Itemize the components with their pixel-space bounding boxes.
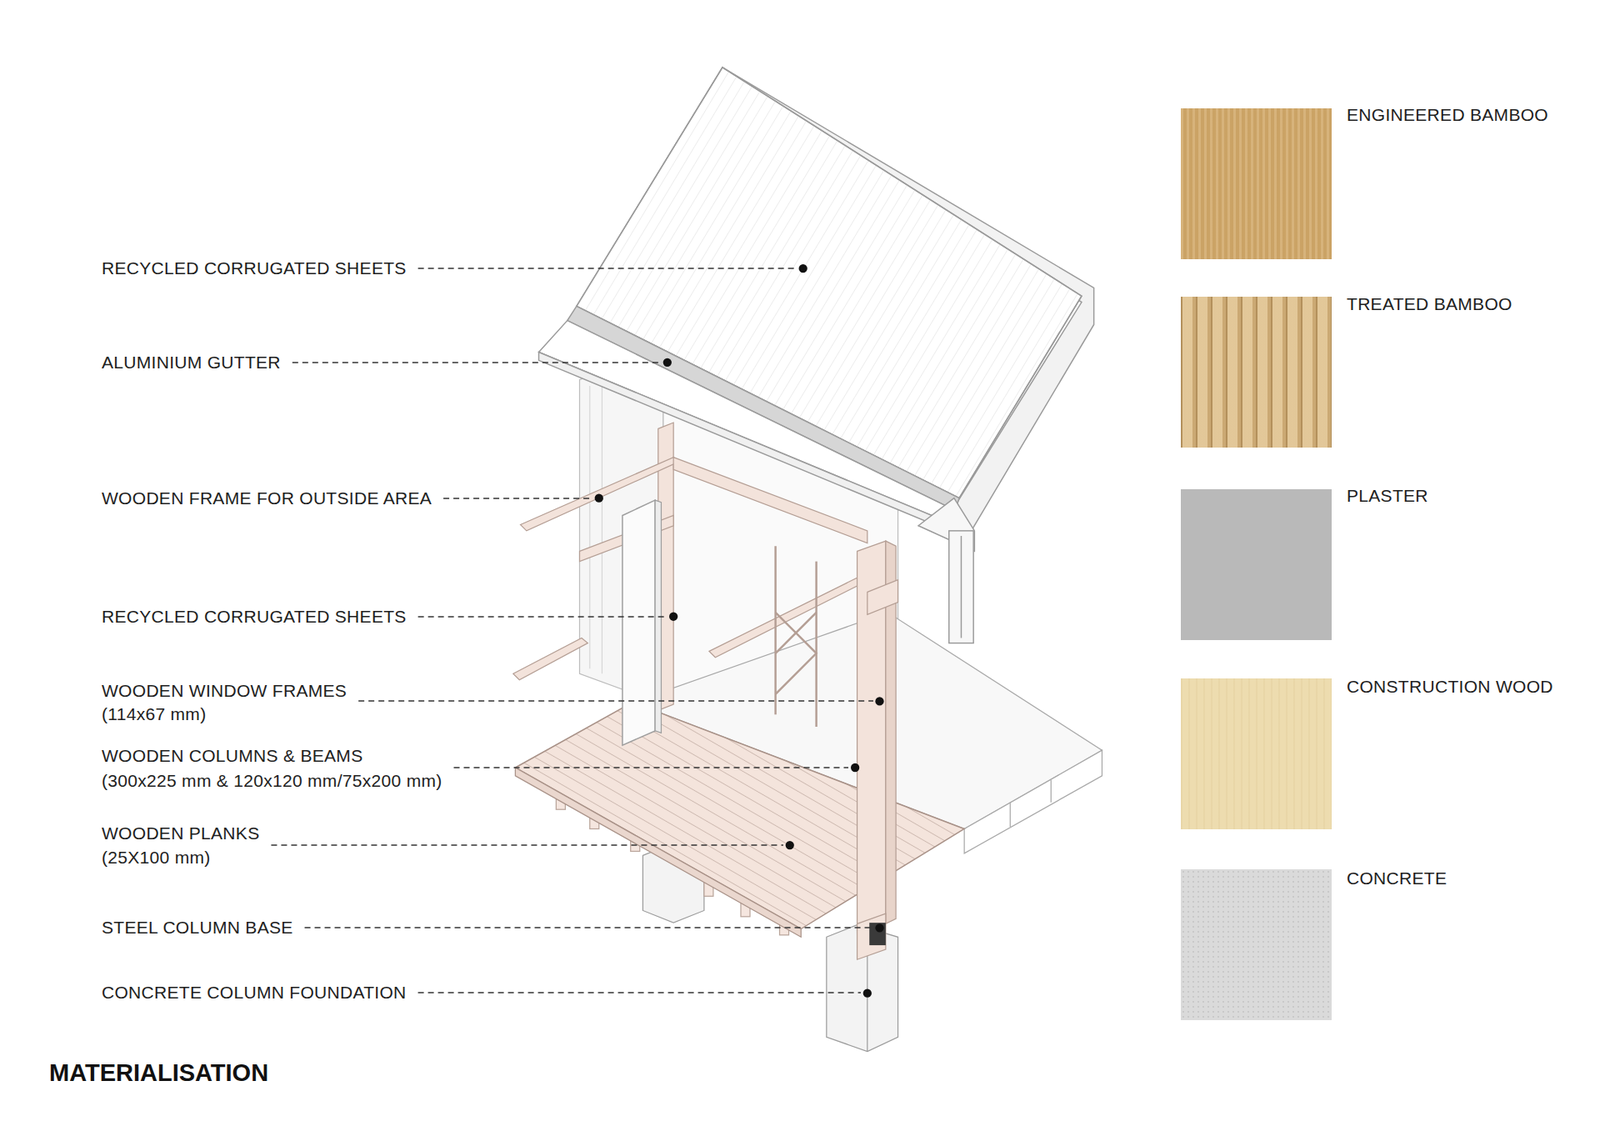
roof xyxy=(539,67,1095,644)
callout-label: WOODEN COLUMNS & BEAMS xyxy=(101,746,363,765)
callout-label: (114x67 mm) xyxy=(101,705,206,724)
callout-label: (25X100 mm) xyxy=(101,848,211,867)
figure-title: MATERIALISATION xyxy=(49,1060,269,1085)
window-frames xyxy=(775,545,817,727)
callout-label: WOODEN FRAME FOR OUTSIDE AREA xyxy=(101,489,432,508)
callout-label: ALUMINIUM GUTTER xyxy=(101,353,281,372)
leader-line xyxy=(418,267,797,269)
callout-label: (300x225 mm & 120x120 mm/75x200 mm) xyxy=(101,771,443,790)
callout-label: RECYCLED CORRUGATED SHEETS xyxy=(101,607,407,626)
material-swatch xyxy=(1180,869,1332,1020)
leader-dots xyxy=(595,264,885,998)
leader-line xyxy=(270,844,784,845)
callout-label: CONCRETE COLUMN FOUNDATION xyxy=(101,983,407,1002)
leader-line xyxy=(292,361,661,363)
callout-label: WOODEN PLANKS xyxy=(101,824,260,843)
leader-line xyxy=(418,991,861,993)
material-swatch xyxy=(1180,296,1332,448)
material-swatch xyxy=(1180,489,1332,640)
callout-label: STEEL COLUMN BASE xyxy=(101,918,294,937)
callout-label: RECYCLED CORRUGATED SHEETS xyxy=(101,259,407,278)
legend-label: CONSTRUCTION WOOD xyxy=(1346,677,1554,696)
legend-label: TREATED BAMBOO xyxy=(1346,295,1513,314)
wooden-frame xyxy=(513,422,899,960)
callout-label: WOODEN WINDOW FRAMES xyxy=(101,681,347,700)
leader-line xyxy=(454,766,849,768)
deck-edge xyxy=(515,767,801,937)
legend-label: PLASTER xyxy=(1346,486,1429,505)
door-panel xyxy=(622,500,662,745)
legend-label: CONCRETE xyxy=(1346,869,1447,888)
legend-label: ENGINEERED BAMBOO xyxy=(1346,105,1549,125)
leader-line xyxy=(358,700,874,701)
leader-line xyxy=(443,497,593,499)
leader-line xyxy=(305,926,874,928)
leader-line xyxy=(418,615,667,617)
material-swatch xyxy=(1180,108,1332,260)
material-swatch xyxy=(1180,678,1332,830)
steel-column-base xyxy=(869,922,886,945)
